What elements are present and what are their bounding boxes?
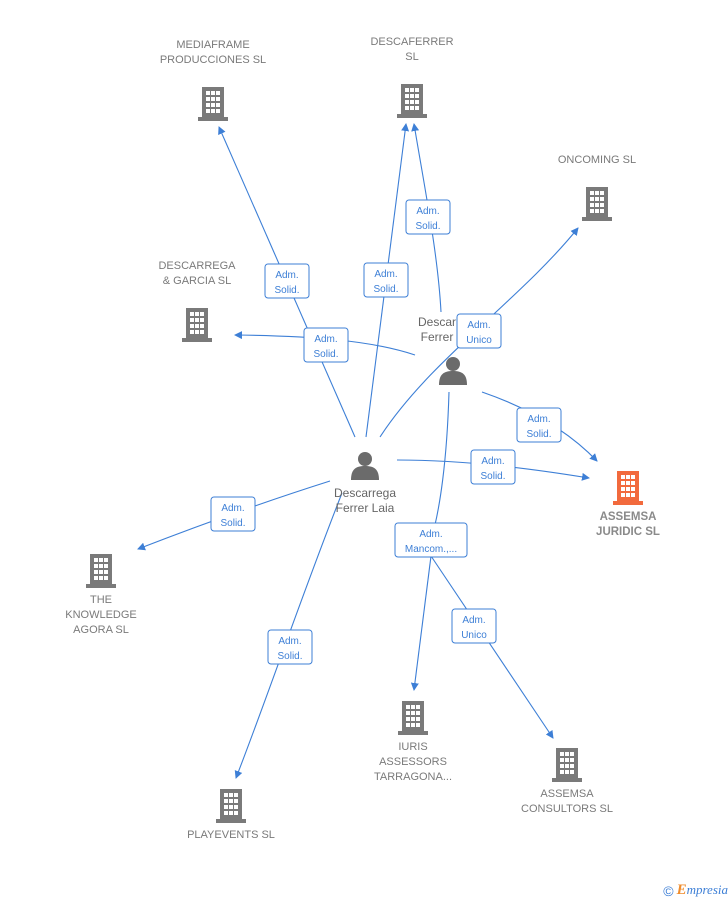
brand-letter: E [676,882,687,898]
company-label: & GARCIA SL [163,275,231,287]
edge-label-e4[interactable]: Adm. Solid. [303,327,349,363]
edge-label-box [264,263,310,299]
company-label: IURIS [398,741,427,753]
edge-label-text: Solid. [480,471,505,482]
company-node-mediaframe[interactable]: MEDIAFRAME PRODUCCIONES SL [160,39,266,121]
edge-label-text: Adm. [314,334,337,345]
building-icon [216,789,246,823]
edge-label-e9[interactable]: Adm. Mancom.,... [394,522,468,558]
edge-label-text: Solid. [313,349,338,360]
edges [137,123,598,779]
edge-label-box [210,496,256,532]
edge-label-e6[interactable]: Adm. Solid. [516,407,562,443]
edge-labels: Adm. Solid. Adm. Solid. Adm. Solid. Adm. Solid.… [210,199,562,665]
company-node-knowledge-agora[interactable]: THE KNOWLEDGE AGORA SL [65,554,137,636]
edge-label-text: Solid. [415,221,440,232]
edge-label-e1[interactable]: Adm. Solid. [264,263,310,299]
copyright-icon: © [663,882,674,899]
building-icon [182,308,212,342]
edge-label-text: Mancom.,... [405,544,457,555]
edge-label-text: Adm. [419,529,442,540]
company-label: MEDIAFRAME [176,39,249,51]
edge-label-text: Adm. [275,270,298,281]
edge-label-text: Unico [466,335,492,346]
company-node-descarrega-garcia[interactable]: DESCARREGA & GARCIA SL [158,260,236,342]
edge-label-box [405,199,451,235]
edge-label-text: Adm. [221,503,244,514]
company-label: ASSESSORS [379,756,447,768]
edge-label-e11[interactable]: Adm. Solid. [267,629,313,665]
company-label: THE [90,594,112,606]
edge-label-e3[interactable]: Adm. Solid. [405,199,451,235]
company-node-oncoming[interactable]: ONCOMING SL [558,154,636,221]
person-label: Ferrer [421,330,454,344]
footer-brand[interactable]: © Empresia [663,882,728,899]
company-label: ASSEMSA [600,511,657,523]
company-label: ASSEMSA [540,788,594,800]
company-node-iuris[interactable]: IURIS ASSESSORS TARRAGONA... [374,701,452,783]
nodes: MEDIAFRAME PRODUCCIONES SL DESCAFERRER SL ON… [65,36,660,841]
edge-label-box [363,262,409,298]
edge-label-text: Adm. [527,414,550,425]
edge-label-text: Adm. [278,636,301,647]
edge-label-text: Adm. [467,320,490,331]
edge-label-box [470,449,516,485]
edge-label-text: Adm. [416,206,439,217]
company-label: SL [405,51,418,63]
person-label: Descarrega [334,486,396,500]
building-icon [398,701,428,735]
edge-label-e5[interactable]: Adm. Unico [456,313,502,349]
building-icon [582,187,612,221]
edge-label-e10[interactable]: Adm. Unico [451,608,497,644]
person-label: Ferrer Laia [336,501,395,515]
company-node-assemsa-consultors[interactable]: ASSEMSA CONSULTORS SL [521,748,613,815]
edge-e9 [429,391,450,541]
edge-label-text: Solid. [373,284,398,295]
company-label: ONCOMING SL [558,154,636,166]
person-icon [439,357,467,385]
company-node-playevents[interactable]: PLAYEVENTS SL [187,789,275,841]
edge-label-text: Solid. [274,285,299,296]
company-label: DESCARREGA [158,260,236,272]
company-label: KNOWLEDGE [65,609,137,621]
company-label: PLAYEVENTS SL [187,829,275,841]
edge-label-text: Solid. [220,518,245,529]
edge-label-text: Adm. [481,456,504,467]
edge-label-box [516,407,562,443]
building-icon [397,84,427,118]
company-label: PRODUCCIONES SL [160,54,266,66]
edge-label-box [394,522,468,558]
building-icon [86,554,116,588]
edge-label-box [456,313,502,349]
brand-name: mpresia [686,882,728,897]
person-label: Descar [418,315,456,329]
company-label: DESCAFERRER [370,36,453,48]
edge-label-e7[interactable]: Adm. Solid. [470,449,516,485]
company-node-assemsa-juridic[interactable]: ASSEMSA JURIDIC SL [596,471,660,538]
edge-label-text: Unico [461,630,487,641]
edge-extra-0 [410,555,432,691]
company-label: CONSULTORS SL [521,803,613,815]
edge-label-text: Solid. [277,651,302,662]
edge-e10 [430,555,554,739]
building-icon [613,471,643,505]
edge-label-e2[interactable]: Adm. Solid. [363,262,409,298]
edge-label-e8[interactable]: Adm. Solid. [210,496,256,532]
company-label: AGORA SL [73,624,129,636]
edge-label-text: Adm. [462,615,485,626]
edge-label-box [451,608,497,644]
building-icon [552,748,582,782]
edge-label-text: Solid. [526,429,551,440]
edge-label-text: Adm. [374,269,397,280]
company-label: JURIDIC SL [596,526,660,538]
edge-label-box [303,327,349,363]
company-label: TARRAGONA... [374,771,452,783]
person-icon [351,452,379,480]
company-node-descaferrer[interactable]: DESCAFERRER SL [370,36,454,118]
building-icon [198,87,228,121]
edge-label-box [267,629,313,665]
